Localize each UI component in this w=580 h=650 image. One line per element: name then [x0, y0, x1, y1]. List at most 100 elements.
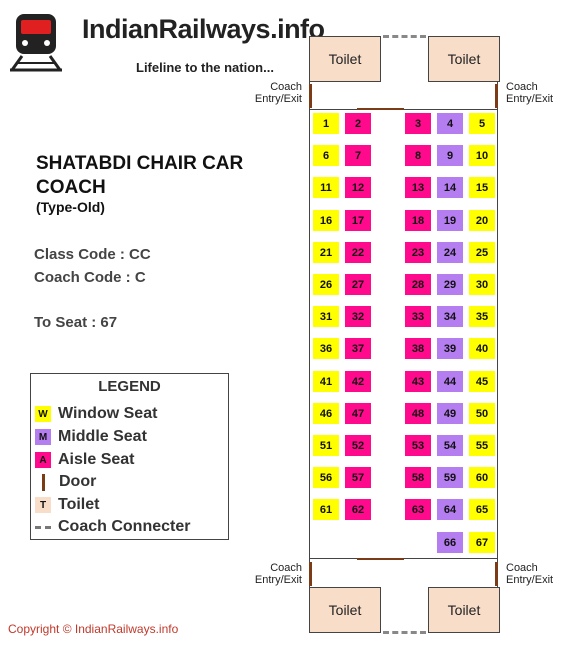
seat-15: 15	[469, 177, 495, 198]
legend-aisle-swatch: A	[35, 452, 51, 468]
seat-62: 62	[345, 499, 371, 520]
toilet-top-left: Toilet	[309, 36, 381, 82]
seat-10: 10	[469, 145, 495, 166]
seat-66: 66	[437, 532, 463, 553]
seat-42: 42	[345, 371, 371, 392]
entry-label-line2: Entry/Exit	[506, 93, 554, 105]
legend-label: Coach Connecter	[58, 518, 191, 535]
seat-13: 13	[405, 177, 431, 198]
seat-48: 48	[405, 403, 431, 424]
coach-code: Coach Code : C	[34, 269, 146, 286]
legend-window-swatch: W	[35, 406, 51, 422]
seat-32: 32	[345, 306, 371, 327]
seat-52: 52	[345, 435, 371, 456]
coach-connector-top	[383, 35, 426, 38]
seat-41: 41	[313, 371, 339, 392]
seat-40: 40	[469, 338, 495, 359]
site-title: IndianRailways.info	[82, 14, 325, 44]
seat-51: 51	[313, 435, 339, 456]
legend-label: Middle Seat	[58, 428, 147, 445]
seat-45: 45	[469, 371, 495, 392]
seat-24: 24	[437, 242, 463, 263]
seat-26: 26	[313, 274, 339, 295]
seat-14: 14	[437, 177, 463, 198]
entry-label-line1: Coach	[506, 81, 538, 93]
seat-44: 44	[437, 371, 463, 392]
seat-35: 35	[469, 306, 495, 327]
seat-37: 37	[345, 338, 371, 359]
entry-label-bottom-right: Coach Entry/Exit	[506, 562, 553, 586]
seat-56: 56	[313, 467, 339, 488]
seat-28: 28	[405, 274, 431, 295]
seat-58: 58	[405, 467, 431, 488]
seat-38: 38	[405, 338, 431, 359]
seat-21: 21	[313, 242, 339, 263]
entry-label-top-left: Coach Entry/Exit	[250, 81, 302, 105]
door-bottom-right	[495, 562, 498, 586]
entry-label-line1: Coach	[270, 562, 302, 574]
entry-label-line1: Coach	[270, 81, 302, 93]
seat-30: 30	[469, 274, 495, 295]
seat-55: 55	[469, 435, 495, 456]
seat-5: 5	[469, 113, 495, 134]
toilet-bottom-left: Toilet	[309, 587, 381, 633]
seat-23: 23	[405, 242, 431, 263]
train-logo-icon	[10, 14, 62, 72]
door-icon	[42, 473, 45, 491]
to-seat: To Seat : 67	[34, 314, 118, 331]
coach-type: (Type-Old)	[36, 199, 105, 215]
coach-title-line1: SHATABDI CHAIR CAR	[36, 153, 244, 174]
seat-47: 47	[345, 403, 371, 424]
legend-middle-swatch: M	[35, 429, 51, 445]
seat-54: 54	[437, 435, 463, 456]
seat-3: 3	[405, 113, 431, 134]
seat-61: 61	[313, 499, 339, 520]
seat-64: 64	[437, 499, 463, 520]
legend-middle-seat: M Middle Seat	[35, 427, 147, 447]
seat-67: 67	[469, 532, 495, 553]
seat-12: 12	[345, 177, 371, 198]
legend-connector: Coach Connecter	[35, 517, 190, 537]
toilet-top-right: Toilet	[428, 36, 500, 82]
seat-20: 20	[469, 210, 495, 231]
seat-17: 17	[345, 210, 371, 231]
entry-label-line2: Entry/Exit	[506, 574, 554, 586]
copyright: Copyright © IndianRailways.info	[8, 622, 179, 636]
seat-11: 11	[313, 177, 339, 198]
legend-label: Door	[59, 473, 97, 490]
coach-connector-bottom	[383, 631, 426, 634]
entry-label-line1: Coach	[506, 562, 538, 574]
legend-toilet-swatch: T	[35, 497, 51, 513]
legend-label: Aisle Seat	[58, 451, 135, 468]
seat-43: 43	[405, 371, 431, 392]
tagline: Lifeline to the nation...	[136, 60, 274, 75]
seat-31: 31	[313, 306, 339, 327]
seat-9: 9	[437, 145, 463, 166]
door-top-left	[309, 84, 312, 108]
seat-8: 8	[405, 145, 431, 166]
seat-29: 29	[437, 274, 463, 295]
seat-50: 50	[469, 403, 495, 424]
seat-53: 53	[405, 435, 431, 456]
door-top-right	[495, 84, 498, 108]
seat-39: 39	[437, 338, 463, 359]
seat-25: 25	[469, 242, 495, 263]
seat-36: 36	[313, 338, 339, 359]
seat-59: 59	[437, 467, 463, 488]
seat-34: 34	[437, 306, 463, 327]
class-code: Class Code : CC	[34, 246, 151, 263]
coach-title-line2: COACH	[36, 177, 106, 198]
seat-57: 57	[345, 467, 371, 488]
legend-window-seat: W Window Seat	[35, 404, 157, 424]
seat-60: 60	[469, 467, 495, 488]
door-bottom-left	[309, 562, 312, 586]
seat-49: 49	[437, 403, 463, 424]
connector-icon	[35, 525, 51, 529]
legend-door: Door	[35, 472, 96, 492]
partition-door-bottom	[357, 558, 404, 560]
legend-aisle-seat: A Aisle Seat	[35, 450, 134, 470]
legend-label: Window Seat	[58, 405, 158, 422]
seat-16: 16	[313, 210, 339, 231]
legend-title: LEGEND	[98, 378, 161, 395]
toilet-bottom-right: Toilet	[428, 587, 500, 633]
